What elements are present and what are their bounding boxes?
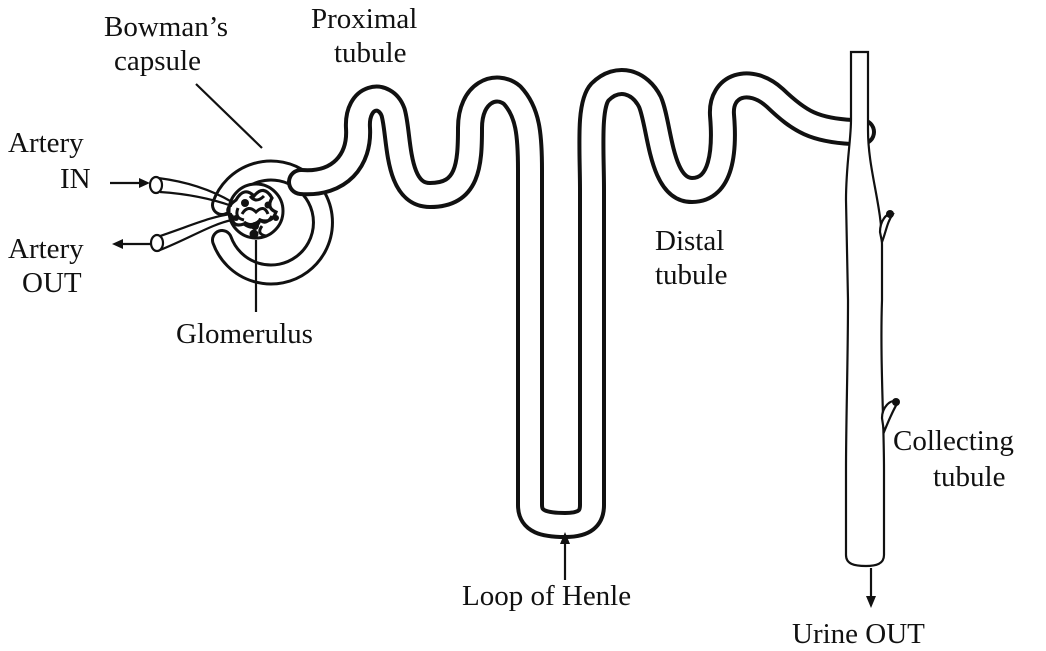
artery-out-arrow (112, 239, 150, 249)
artery-in-label-line1: Artery (8, 127, 84, 159)
proximal-tubule-label-line2: tubule (334, 37, 407, 69)
bowmans-capsule-pointer (196, 84, 262, 148)
glomerulus-label: Glomerulus (176, 318, 313, 350)
artery-out-label-line1: Artery (8, 233, 84, 265)
renal-tubule (301, 82, 862, 525)
loop-of-henle-arrow (560, 532, 570, 580)
urine-out-arrow (866, 568, 876, 608)
bowmans-capsule-label-line1: Bowman’s (104, 11, 228, 43)
bowmans-capsule-label-line2: capsule (114, 45, 201, 77)
loop-of-henle-label: Loop of Henle (462, 580, 631, 612)
distal-tubule-label-line2: tubule (655, 259, 728, 291)
artery-in-arrow (110, 178, 150, 188)
urine-out-label: Urine OUT (792, 618, 925, 650)
proximal-tubule-label-line1: Proximal (311, 3, 417, 35)
artery-in-label-line2: IN (60, 163, 91, 195)
glomerulus-knot (228, 184, 283, 239)
artery-out-label-line2: OUT (22, 267, 82, 299)
collecting-tubule-label-line1: Collecting (893, 425, 1014, 457)
collecting-tubule-label-line2: tubule (933, 461, 1006, 493)
distal-tubule-label-line1: Distal (655, 225, 724, 257)
